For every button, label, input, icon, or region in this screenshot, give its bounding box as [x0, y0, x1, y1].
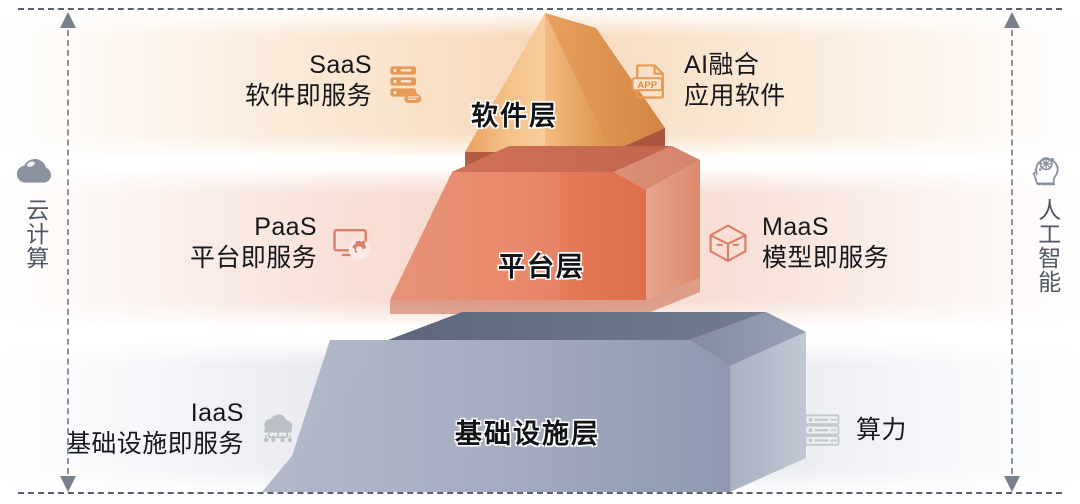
callout-ai-fusion: APP AI融合 应用软件 [628, 50, 786, 111]
left-rail-line [67, 30, 69, 474]
app-document-icon: APP [631, 63, 664, 99]
cloud-icon [16, 158, 52, 183]
left-rail-arrow-down-icon [60, 476, 76, 492]
callout-maas-line2: 模型即服务 [762, 243, 890, 272]
callout-compute-power-text: 算力 [856, 415, 907, 446]
callout-iaas-line2: 基础设施即服务 [66, 429, 244, 458]
right-rail-line [1011, 30, 1013, 474]
callout-ai-fusion-line1: AI融合 [684, 51, 760, 79]
callout-maas-line1: MaaS [762, 213, 829, 241]
right-rail-arrow [1004, 12, 1020, 492]
callout-paas-text: PaaS 平台即服务 [190, 212, 317, 273]
frame-line-top [18, 8, 1062, 10]
side-label-cloud-computing: 云计算 [6, 152, 64, 270]
svg-text:APP: APP [637, 79, 657, 90]
left-rail-arrow-up-icon [60, 12, 76, 28]
server-cloud-icon [390, 65, 422, 103]
cube-icon [709, 223, 747, 262]
monitor-gear-icon [333, 228, 370, 260]
server-rack-icon [804, 414, 840, 446]
side-label-artificial-intelligence: 人工智能 [1018, 152, 1076, 294]
callout-saas-line2: 软件即服务 [245, 81, 373, 110]
tier-shape-platform [390, 146, 700, 314]
callout-saas: SaaS 软件即服务 [245, 50, 428, 111]
frame-line-bottom [18, 492, 1062, 494]
callout-paas-line2: 平台即服务 [190, 243, 318, 272]
callout-paas: PaaS 平台即服务 [190, 212, 373, 273]
right-rail-arrow-down-icon [1004, 476, 1020, 492]
tier-caption-infrastructure: 基础设施层 [455, 419, 600, 449]
left-rail-arrow [60, 12, 76, 492]
tier-caption-platform: 平台层 [498, 252, 585, 282]
tier-caption-software: 软件层 [471, 101, 558, 131]
callout-saas-line1: SaaS [309, 51, 373, 79]
side-label-cloud-computing-text: 云计算 [22, 198, 49, 270]
callout-maas: MaaS 模型即服务 [706, 212, 889, 273]
tier-shape-infrastructure [262, 312, 806, 492]
callout-iaas: IaaS 基础设施即服务 [66, 398, 300, 459]
callout-iaas-line1: IaaS [190, 399, 244, 427]
callout-maas-text: MaaS 模型即服务 [762, 212, 889, 273]
callout-paas-line1: PaaS [254, 213, 318, 241]
callout-ai-fusion-line2: 应用软件 [684, 81, 786, 110]
callout-saas-text: SaaS 软件即服务 [245, 50, 372, 111]
right-rail-arrow-up-icon [1004, 12, 1020, 28]
callout-ai-fusion-text: AI融合 应用软件 [684, 50, 786, 111]
callout-iaas-text: IaaS 基础设施即服务 [66, 398, 244, 459]
cloud-network-icon [263, 413, 293, 442]
callout-compute-power: 算力 [800, 408, 907, 452]
side-label-artificial-intelligence-text: 人工智能 [1034, 198, 1061, 294]
callout-compute-power-line2: 算力 [856, 415, 907, 444]
ai-head-icon [1032, 157, 1059, 186]
